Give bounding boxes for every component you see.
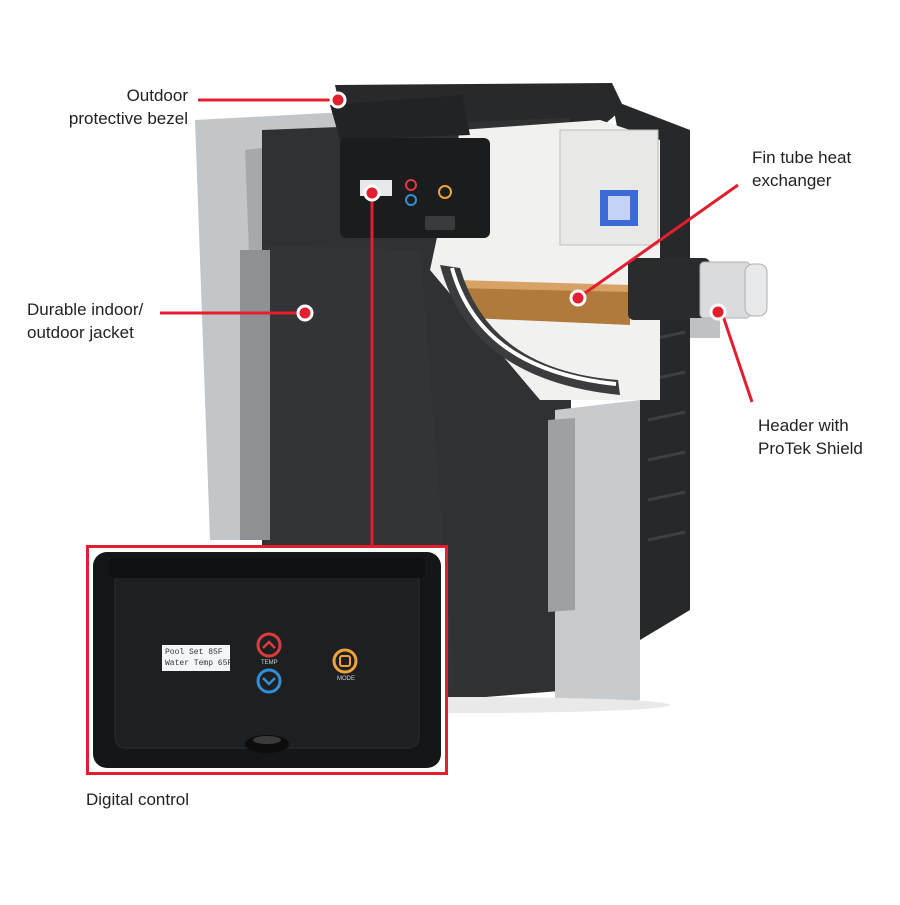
lcd-line1: Pool Set 85F bbox=[165, 648, 223, 657]
callout-dots bbox=[296, 91, 727, 322]
bezel-dot bbox=[329, 91, 347, 109]
mini-up-button bbox=[405, 179, 417, 191]
control-dot bbox=[363, 184, 381, 202]
callout-bezel-line2: protective bezel bbox=[68, 109, 188, 128]
fin-tube-heat-exchanger bbox=[455, 285, 630, 325]
panel-face bbox=[114, 569, 420, 749]
lcd-line2: Water Temp 65F bbox=[165, 659, 230, 668]
header-body bbox=[628, 258, 710, 320]
callout-leaders bbox=[160, 98, 754, 548]
mode-icon bbox=[339, 655, 351, 667]
callout-jacket: Durable indoor/ outdoor jacket bbox=[27, 298, 143, 344]
control-panel-illustration bbox=[93, 552, 441, 768]
header-leader bbox=[720, 312, 754, 403]
mini-mode-button bbox=[438, 185, 452, 199]
bezel-lid bbox=[330, 95, 470, 140]
latch-highlight bbox=[253, 736, 281, 744]
combustion-chamber-lining bbox=[450, 267, 617, 386]
callout-heat-exchanger-line1: Fin tube heat bbox=[752, 148, 852, 167]
callout-bezel: Outdoor protective bezel bbox=[40, 84, 188, 130]
power-switch bbox=[425, 216, 455, 230]
callout-header-line2: ProTek Shield bbox=[758, 439, 863, 458]
manifold-box bbox=[559, 129, 659, 246]
callout-jacket-line1: Durable indoor/ bbox=[27, 300, 144, 319]
temp-label: TEMP bbox=[261, 660, 278, 666]
right-silver-side bbox=[555, 400, 640, 712]
up-button bbox=[256, 632, 282, 658]
up-arrow-icon bbox=[262, 640, 276, 649]
callout-heat-exchanger: Fin tube heat exchanger bbox=[752, 146, 851, 192]
callout-header: Header with ProTek Shield bbox=[758, 414, 863, 460]
down-arrow-icon bbox=[262, 677, 276, 686]
jacket-door-shadow bbox=[240, 250, 270, 540]
heat-exchanger-highlight bbox=[455, 280, 630, 292]
callout-heat-exchanger-line2: exchanger bbox=[752, 171, 832, 190]
header-pipe-end bbox=[744, 263, 768, 317]
heat-exchanger-leader bbox=[577, 183, 739, 300]
down-button bbox=[256, 668, 282, 694]
mini-down-button bbox=[405, 194, 417, 206]
digital-control-inset: Pool Set 85F Water Temp 65F TEMP MODE bbox=[86, 545, 448, 775]
lcd-display: Pool Set 85F Water Temp 65F bbox=[162, 645, 230, 671]
callout-bezel-line1: Outdoor bbox=[126, 86, 188, 105]
gas-valve-face bbox=[608, 196, 630, 220]
right-silver-edge bbox=[548, 418, 575, 612]
header-connector bbox=[690, 318, 720, 338]
mode-button bbox=[332, 648, 358, 674]
callout-jacket-line2: outdoor jacket bbox=[27, 323, 134, 342]
heat-exchanger-dot bbox=[569, 289, 587, 307]
callout-header-line1: Header with bbox=[758, 416, 849, 435]
callout-digital-control: Digital control bbox=[86, 790, 189, 809]
mode-label: MODE bbox=[337, 676, 355, 682]
jacket-dot bbox=[296, 304, 314, 322]
header-dot bbox=[709, 303, 727, 321]
panel-lip bbox=[109, 558, 425, 578]
